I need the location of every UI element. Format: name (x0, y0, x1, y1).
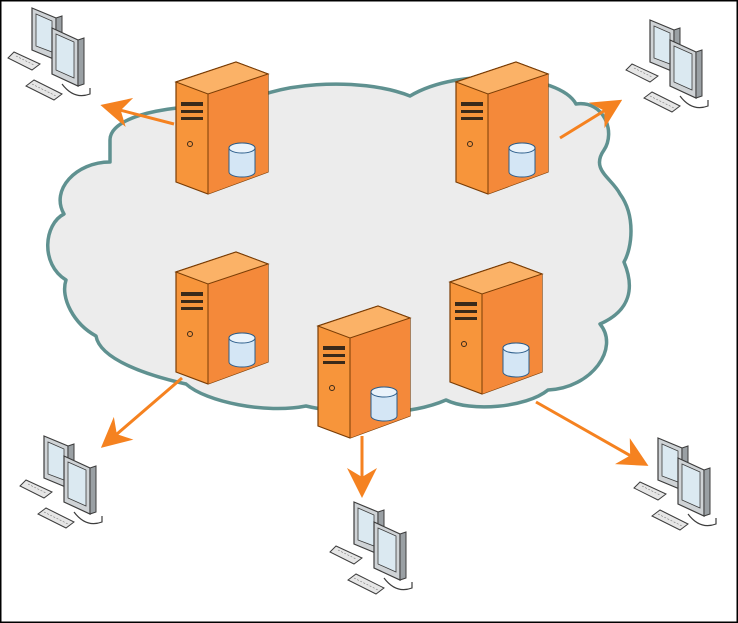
connection-arrow-bottom-left (100, 376, 183, 448)
server-middle-left (175, 251, 269, 387)
server-top-left (175, 61, 269, 197)
server-bottom-center (317, 305, 411, 441)
server-bottom-right (449, 261, 543, 397)
connection-arrow-top-left (100, 97, 175, 128)
connection-arrow-bottom-right (535, 400, 649, 466)
connection-arrow-top-right (559, 99, 623, 140)
server-top-right (455, 61, 549, 197)
